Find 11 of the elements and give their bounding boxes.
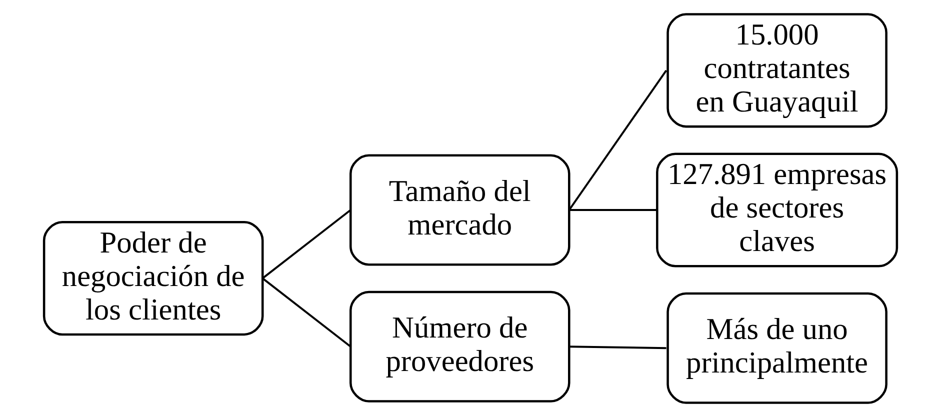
- connector: [262, 209, 351, 280]
- node-box: Más de uno principalmente: [666, 292, 887, 404]
- node-box: Poder de negociación de los clientes: [42, 221, 264, 336]
- connector: [568, 209, 657, 211]
- node-box: Tamaño del mercado: [348, 154, 570, 266]
- node-box: 15.000 contratantes en Guayaquil: [666, 13, 887, 128]
- node-box: Número de proveedores: [348, 290, 570, 402]
- connector: [568, 346, 666, 350]
- node-box: 127.891 empresas de sectores claves: [656, 152, 898, 268]
- connector: [568, 70, 667, 211]
- connector: [261, 278, 351, 348]
